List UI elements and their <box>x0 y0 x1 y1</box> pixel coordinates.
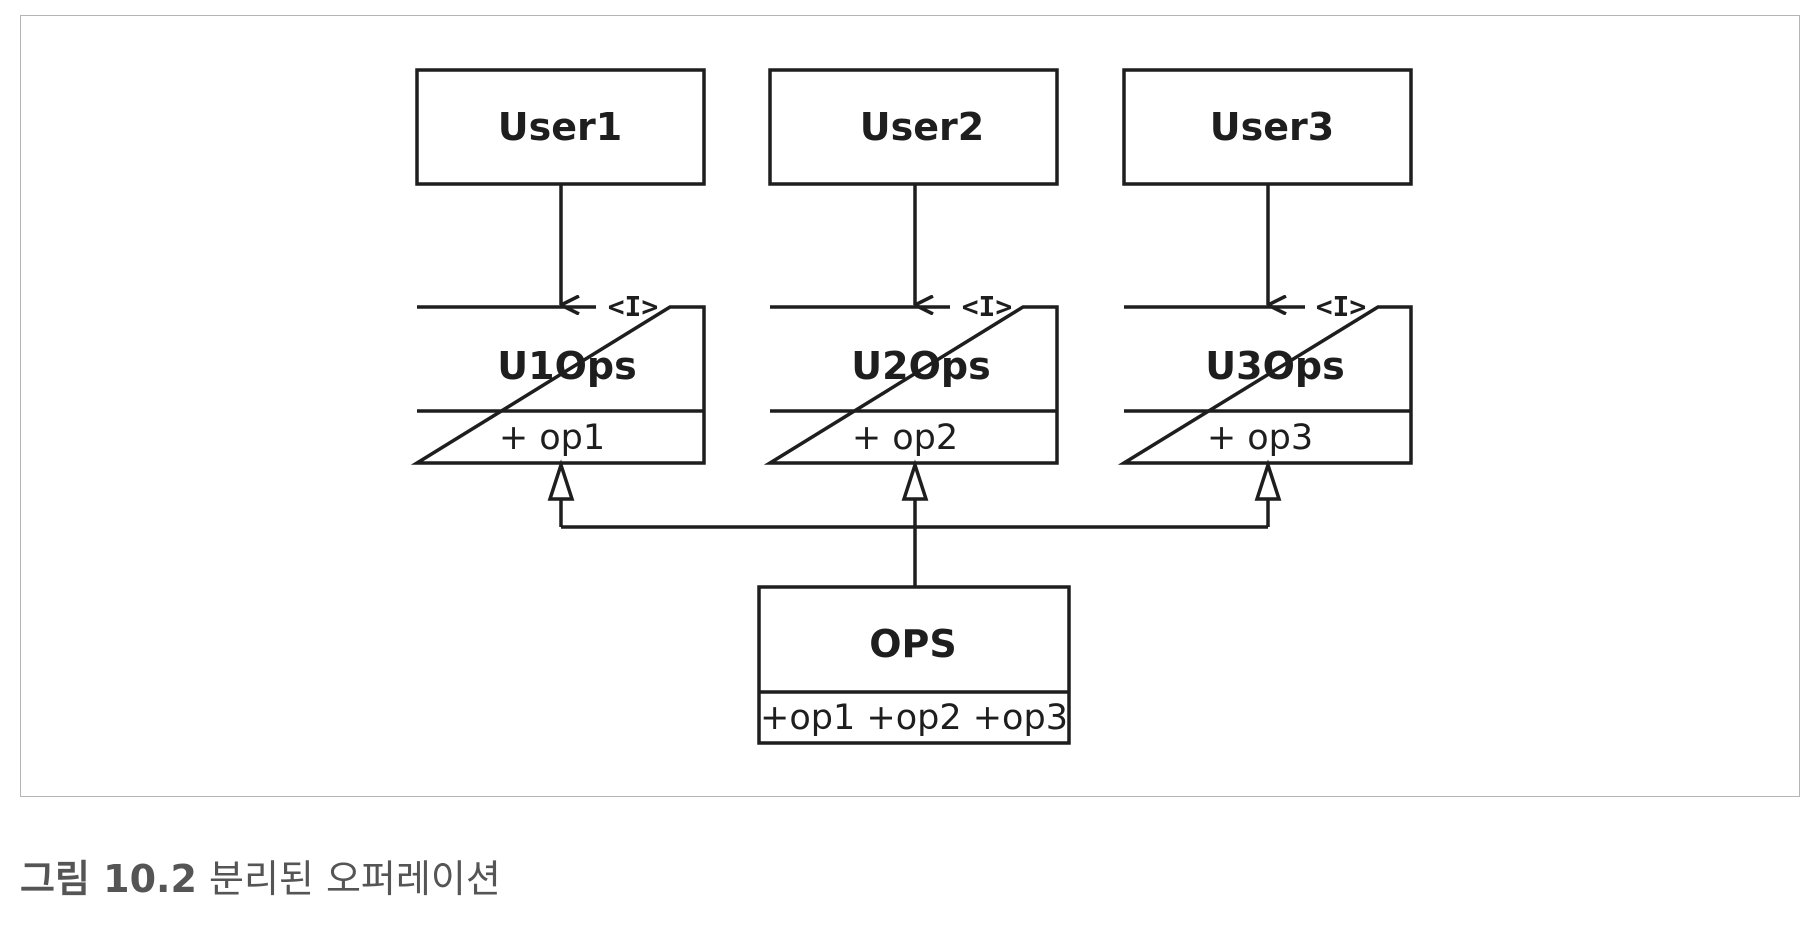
u3ops-name: U3Ops <box>1205 344 1344 388</box>
user3-box <box>1122 68 1413 186</box>
u1ops-name: U1Ops <box>497 344 636 388</box>
figure-title: 분리된 오퍼레이션 <box>209 857 501 901</box>
u1ops-operation: + op1 <box>499 418 605 458</box>
user3-class: User3 <box>1122 68 1413 186</box>
u3ops-interface: <I> U3Ops + op3 <box>1117 290 1413 465</box>
ops-class: OPS +op1 +op2 +op3 <box>757 585 1071 745</box>
u1ops-interface: <I> U1Ops + op1 <box>410 290 706 465</box>
figure-frame <box>20 15 1800 797</box>
ops-operations: +op1 +op2 +op3 <box>760 698 1068 738</box>
u3ops-operation: + op3 <box>1207 418 1313 458</box>
u1ops-stereotype: <I> <box>608 290 659 323</box>
user2-box <box>768 68 1059 186</box>
u2ops-stereotype: <I> <box>962 290 1013 323</box>
ops-box <box>757 585 1071 745</box>
user1-name: User1 <box>498 105 622 149</box>
realization-triangle-u3ops <box>1254 459 1282 501</box>
realization-triangle-u1ops <box>547 459 575 501</box>
u2ops-operation: + op2 <box>852 418 958 458</box>
user3-name: User3 <box>1210 105 1334 149</box>
ops-name: OPS <box>869 622 957 666</box>
user1-class: User1 <box>415 68 706 186</box>
realization-connectors <box>547 459 1282 587</box>
figure-number: 그림 10.2 <box>20 857 197 901</box>
realization-triangle-u2ops <box>901 459 929 501</box>
figure-caption: 그림 10.2 분리된 오퍼레이션 <box>20 848 501 903</box>
u2ops-name: U2Ops <box>851 344 990 388</box>
u3ops-stereotype: <I> <box>1316 290 1367 323</box>
user2-class: User2 <box>768 68 1059 186</box>
u2ops-interface: <I> U2Ops + op2 <box>763 290 1059 465</box>
user2-name: User2 <box>860 105 984 149</box>
